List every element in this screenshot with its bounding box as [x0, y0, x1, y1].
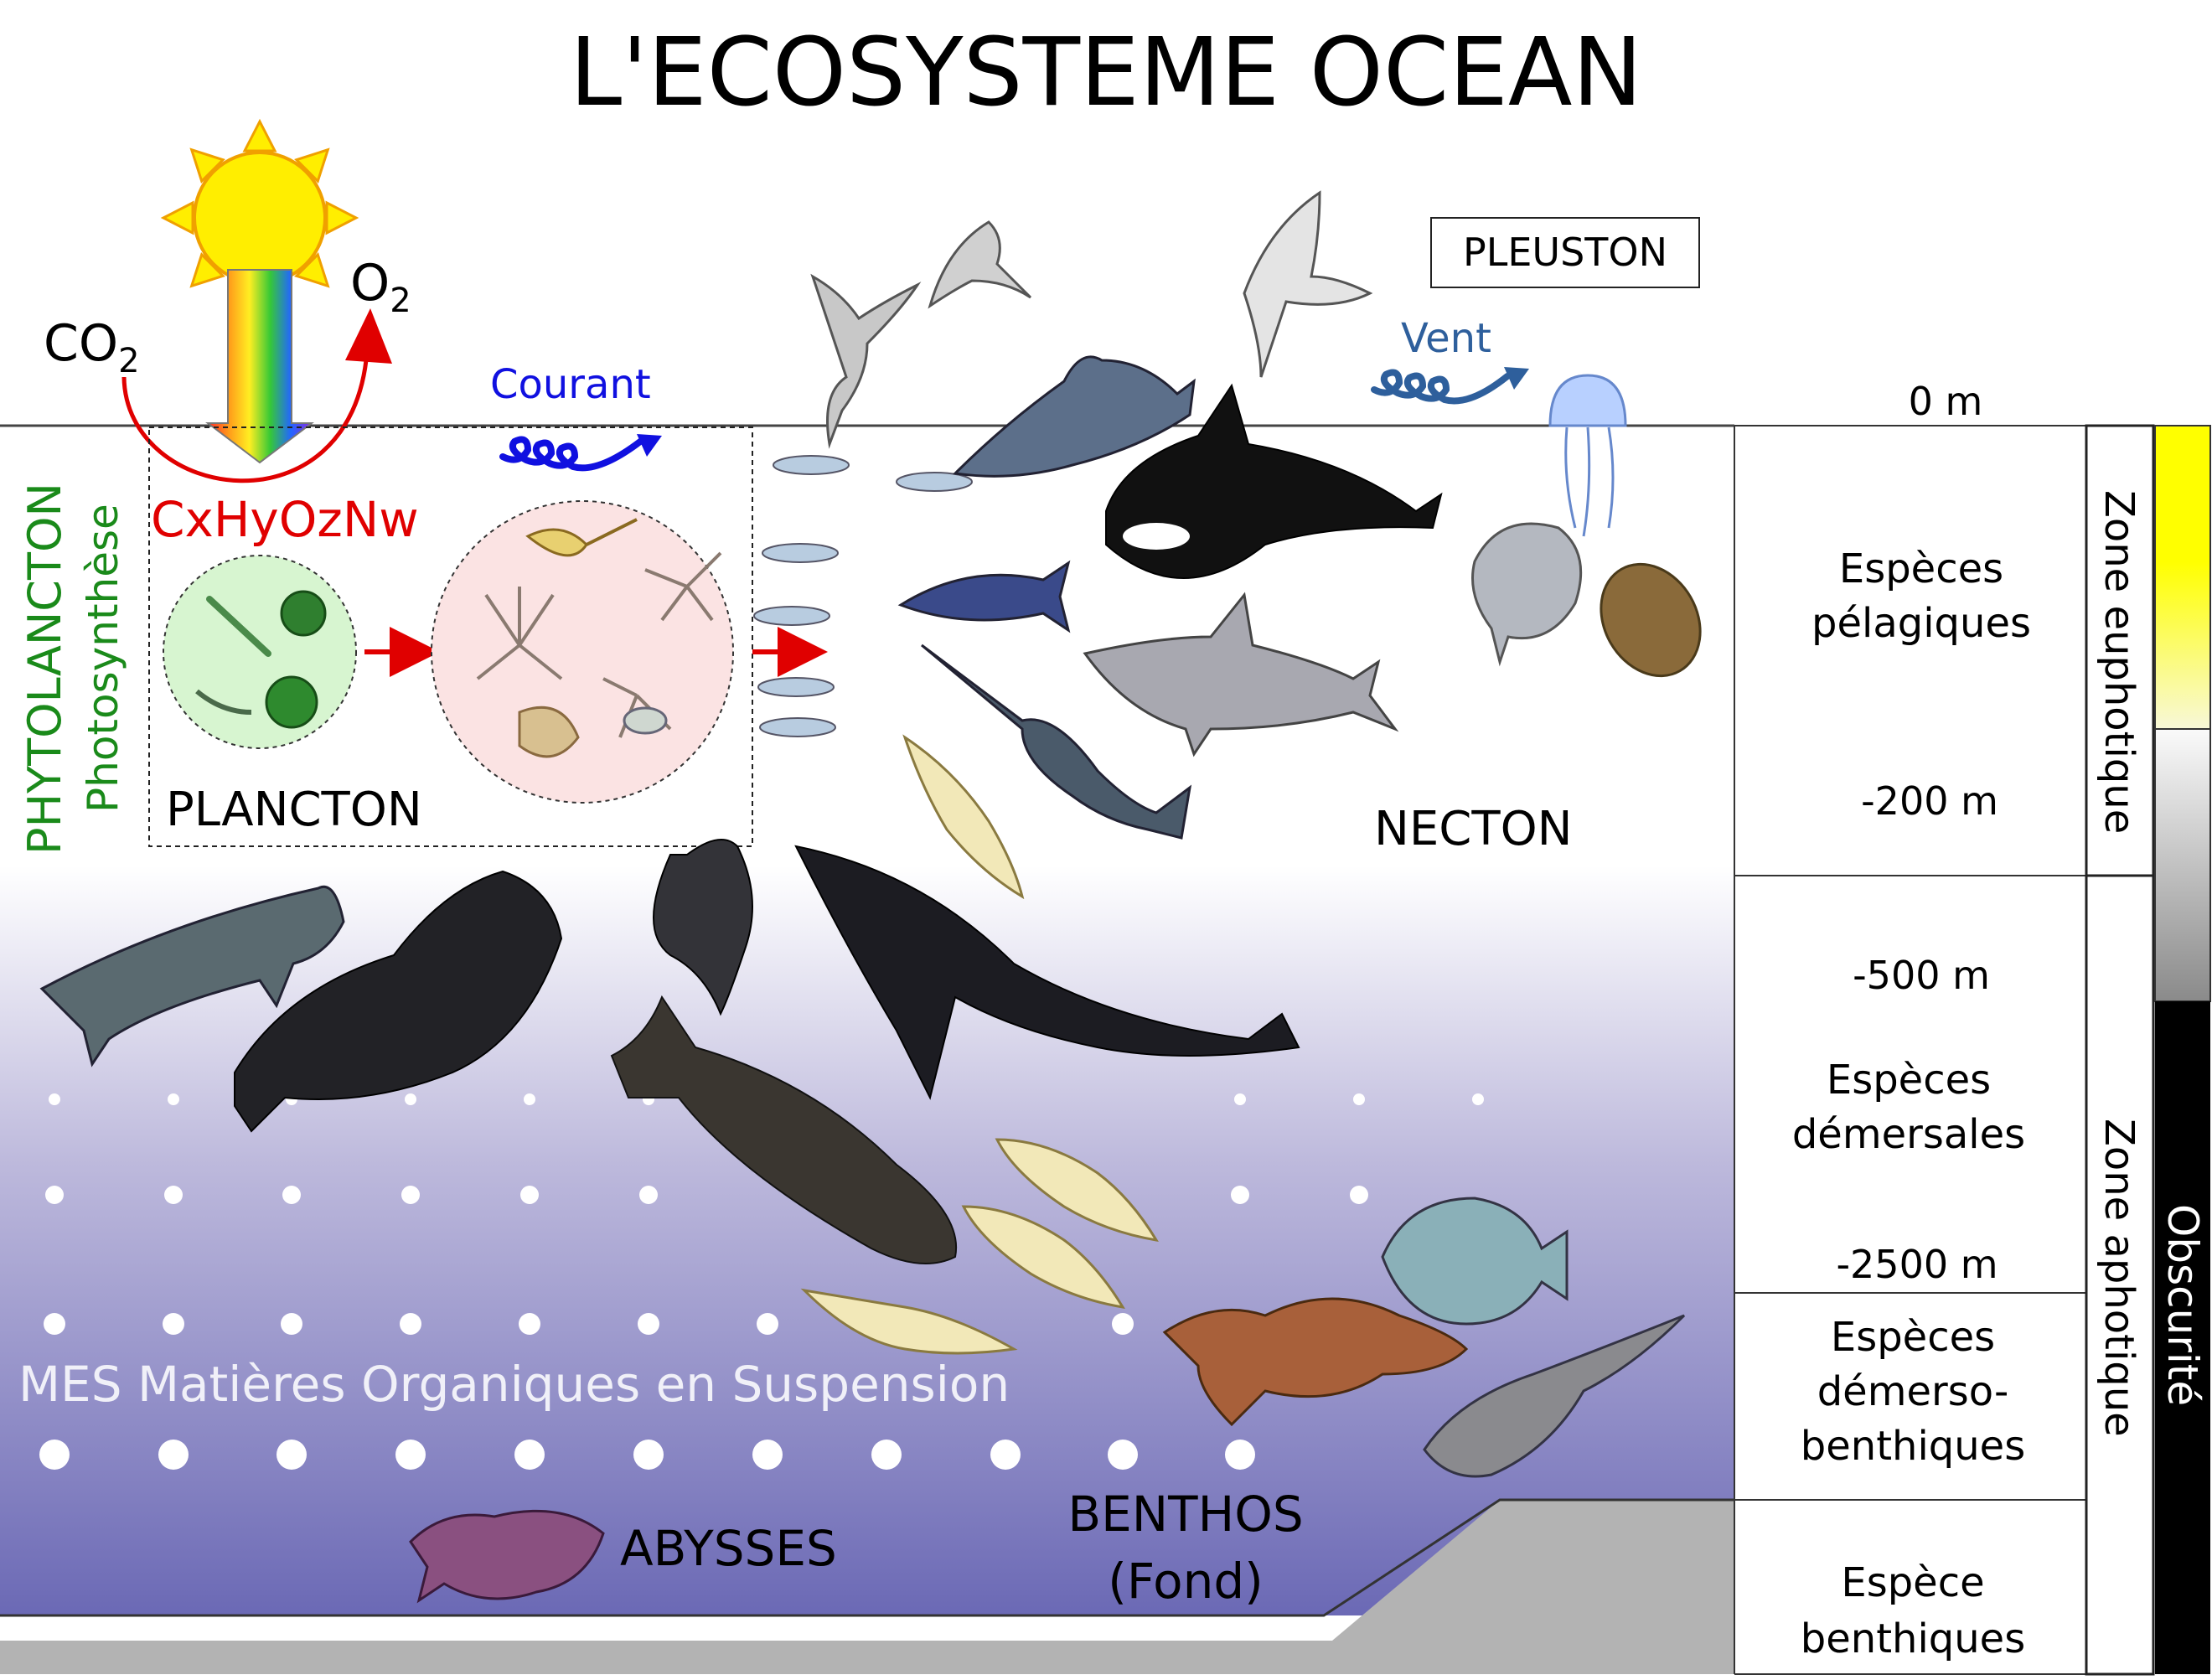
depth-500m: -500 m: [1853, 953, 1990, 998]
euphotic-zone-label: Zone euphotique: [2096, 490, 2142, 834]
wind-arrowhead-icon: [1504, 367, 1529, 390]
sardine-school-icon: [753, 455, 973, 737]
dolphin-icon: [952, 355, 1196, 478]
plancton-label: PLANCTON: [166, 783, 422, 837]
manta-ray-icon: [653, 839, 753, 1016]
demersal-species-line2: démersales: [1792, 1111, 2025, 1158]
depth-2500m: -2500 m: [1836, 1242, 1998, 1287]
seabed-outline: [0, 1498, 1734, 1617]
benthos-label: BENTHOS: [1067, 1486, 1303, 1543]
pleuston-label: PLEUSTON: [1463, 230, 1667, 275]
squid-icon: [902, 734, 1025, 900]
species-table: [1734, 425, 2086, 1675]
zone-column: [2085, 424, 2155, 1676]
current-swirl-icon: [499, 436, 643, 472]
demerso-species-line2: démerso-: [1817, 1368, 2009, 1415]
necton-label: NECTON: [1374, 802, 1573, 856]
depth-0m: 0 m: [1909, 379, 1983, 424]
co2-label: CO2: [44, 314, 140, 380]
gull-bird-icon: [928, 220, 1032, 309]
darkness-label: Obscurité: [2158, 1204, 2207, 1406]
photosynthese-vertical-label: Photosynthèse: [79, 504, 127, 813]
o2-label: O2: [350, 254, 411, 320]
light-intensity-bar: [2154, 425, 2211, 1674]
demersal-species-line1: Espèces: [1827, 1057, 1991, 1104]
mes-label: MES Matières Organiques en Suspension: [18, 1356, 1010, 1413]
pleuston-box: [1430, 217, 1700, 288]
dogfish-shark-icon: [1423, 1314, 1686, 1478]
right-whale-icon: [234, 870, 563, 1133]
o2-arrowhead-icon: [345, 308, 392, 364]
scorpion-fish-icon: [1162, 1297, 1469, 1427]
aphotic-zone-label: Zone aphotique: [2096, 1119, 2142, 1437]
co2-o2-cycle-arrow: [121, 351, 370, 483]
pelagic-species-line1: Espèces: [1839, 545, 2003, 592]
albatross-bird-icon: [1243, 190, 1373, 378]
swordfish-icon: [921, 644, 1192, 840]
demerso-species-line1: Espèces: [1831, 1314, 1995, 1361]
sperm-whale-icon: [610, 995, 958, 1264]
vent-label: Vent: [1401, 315, 1491, 362]
deep-squid-group-icon: [800, 1138, 1159, 1355]
depth-200m: -200 m: [1861, 778, 1998, 824]
wind-swirl-icon: [1371, 369, 1511, 405]
phytoplankton-circle: [163, 555, 357, 749]
benthic-species-line1: Espèce: [1841, 1559, 1984, 1606]
abysses-label: ABYSSES: [620, 1520, 837, 1577]
courant-label: Courant: [490, 361, 651, 408]
light-arrow-icon: [205, 269, 314, 464]
suspended-particles: [39, 1093, 1484, 1470]
fond-label: (Fond): [1108, 1553, 1264, 1610]
sea-turtle-icon: [1600, 562, 1702, 678]
john-dory-icon: [1381, 1197, 1569, 1326]
current-arrowhead-icon: [637, 434, 662, 457]
anglerfish-icon: [409, 1509, 605, 1604]
orca-icon: [1105, 383, 1443, 579]
seabed: [0, 1500, 1734, 1674]
humpback-whale-icon: [794, 845, 1300, 1100]
shark-icon: [1083, 592, 1399, 757]
zooplankton-circle: [431, 500, 734, 804]
jellyfish-icon: [1548, 374, 1627, 537]
benthic-species-line2: benthiques: [1801, 1615, 2025, 1662]
orca-patch: [1123, 523, 1190, 550]
demerso-species-line3: benthiques: [1801, 1423, 2025, 1470]
plancton-box: [148, 426, 753, 847]
phytoplancton-vertical-label: PHYTOLANCTON: [18, 483, 71, 855]
whale-shark-icon: [39, 886, 345, 1067]
sunfish-icon: [1471, 522, 1583, 667]
tuna-icon: [897, 560, 1071, 633]
pelagic-species-line2: pélagiques: [1811, 600, 2031, 647]
tern-bird-icon: [810, 273, 922, 449]
formula-label: CxHyOzNw: [151, 491, 419, 548]
page-title: L'ECOSYSTEME OCEAN: [570, 18, 1643, 127]
